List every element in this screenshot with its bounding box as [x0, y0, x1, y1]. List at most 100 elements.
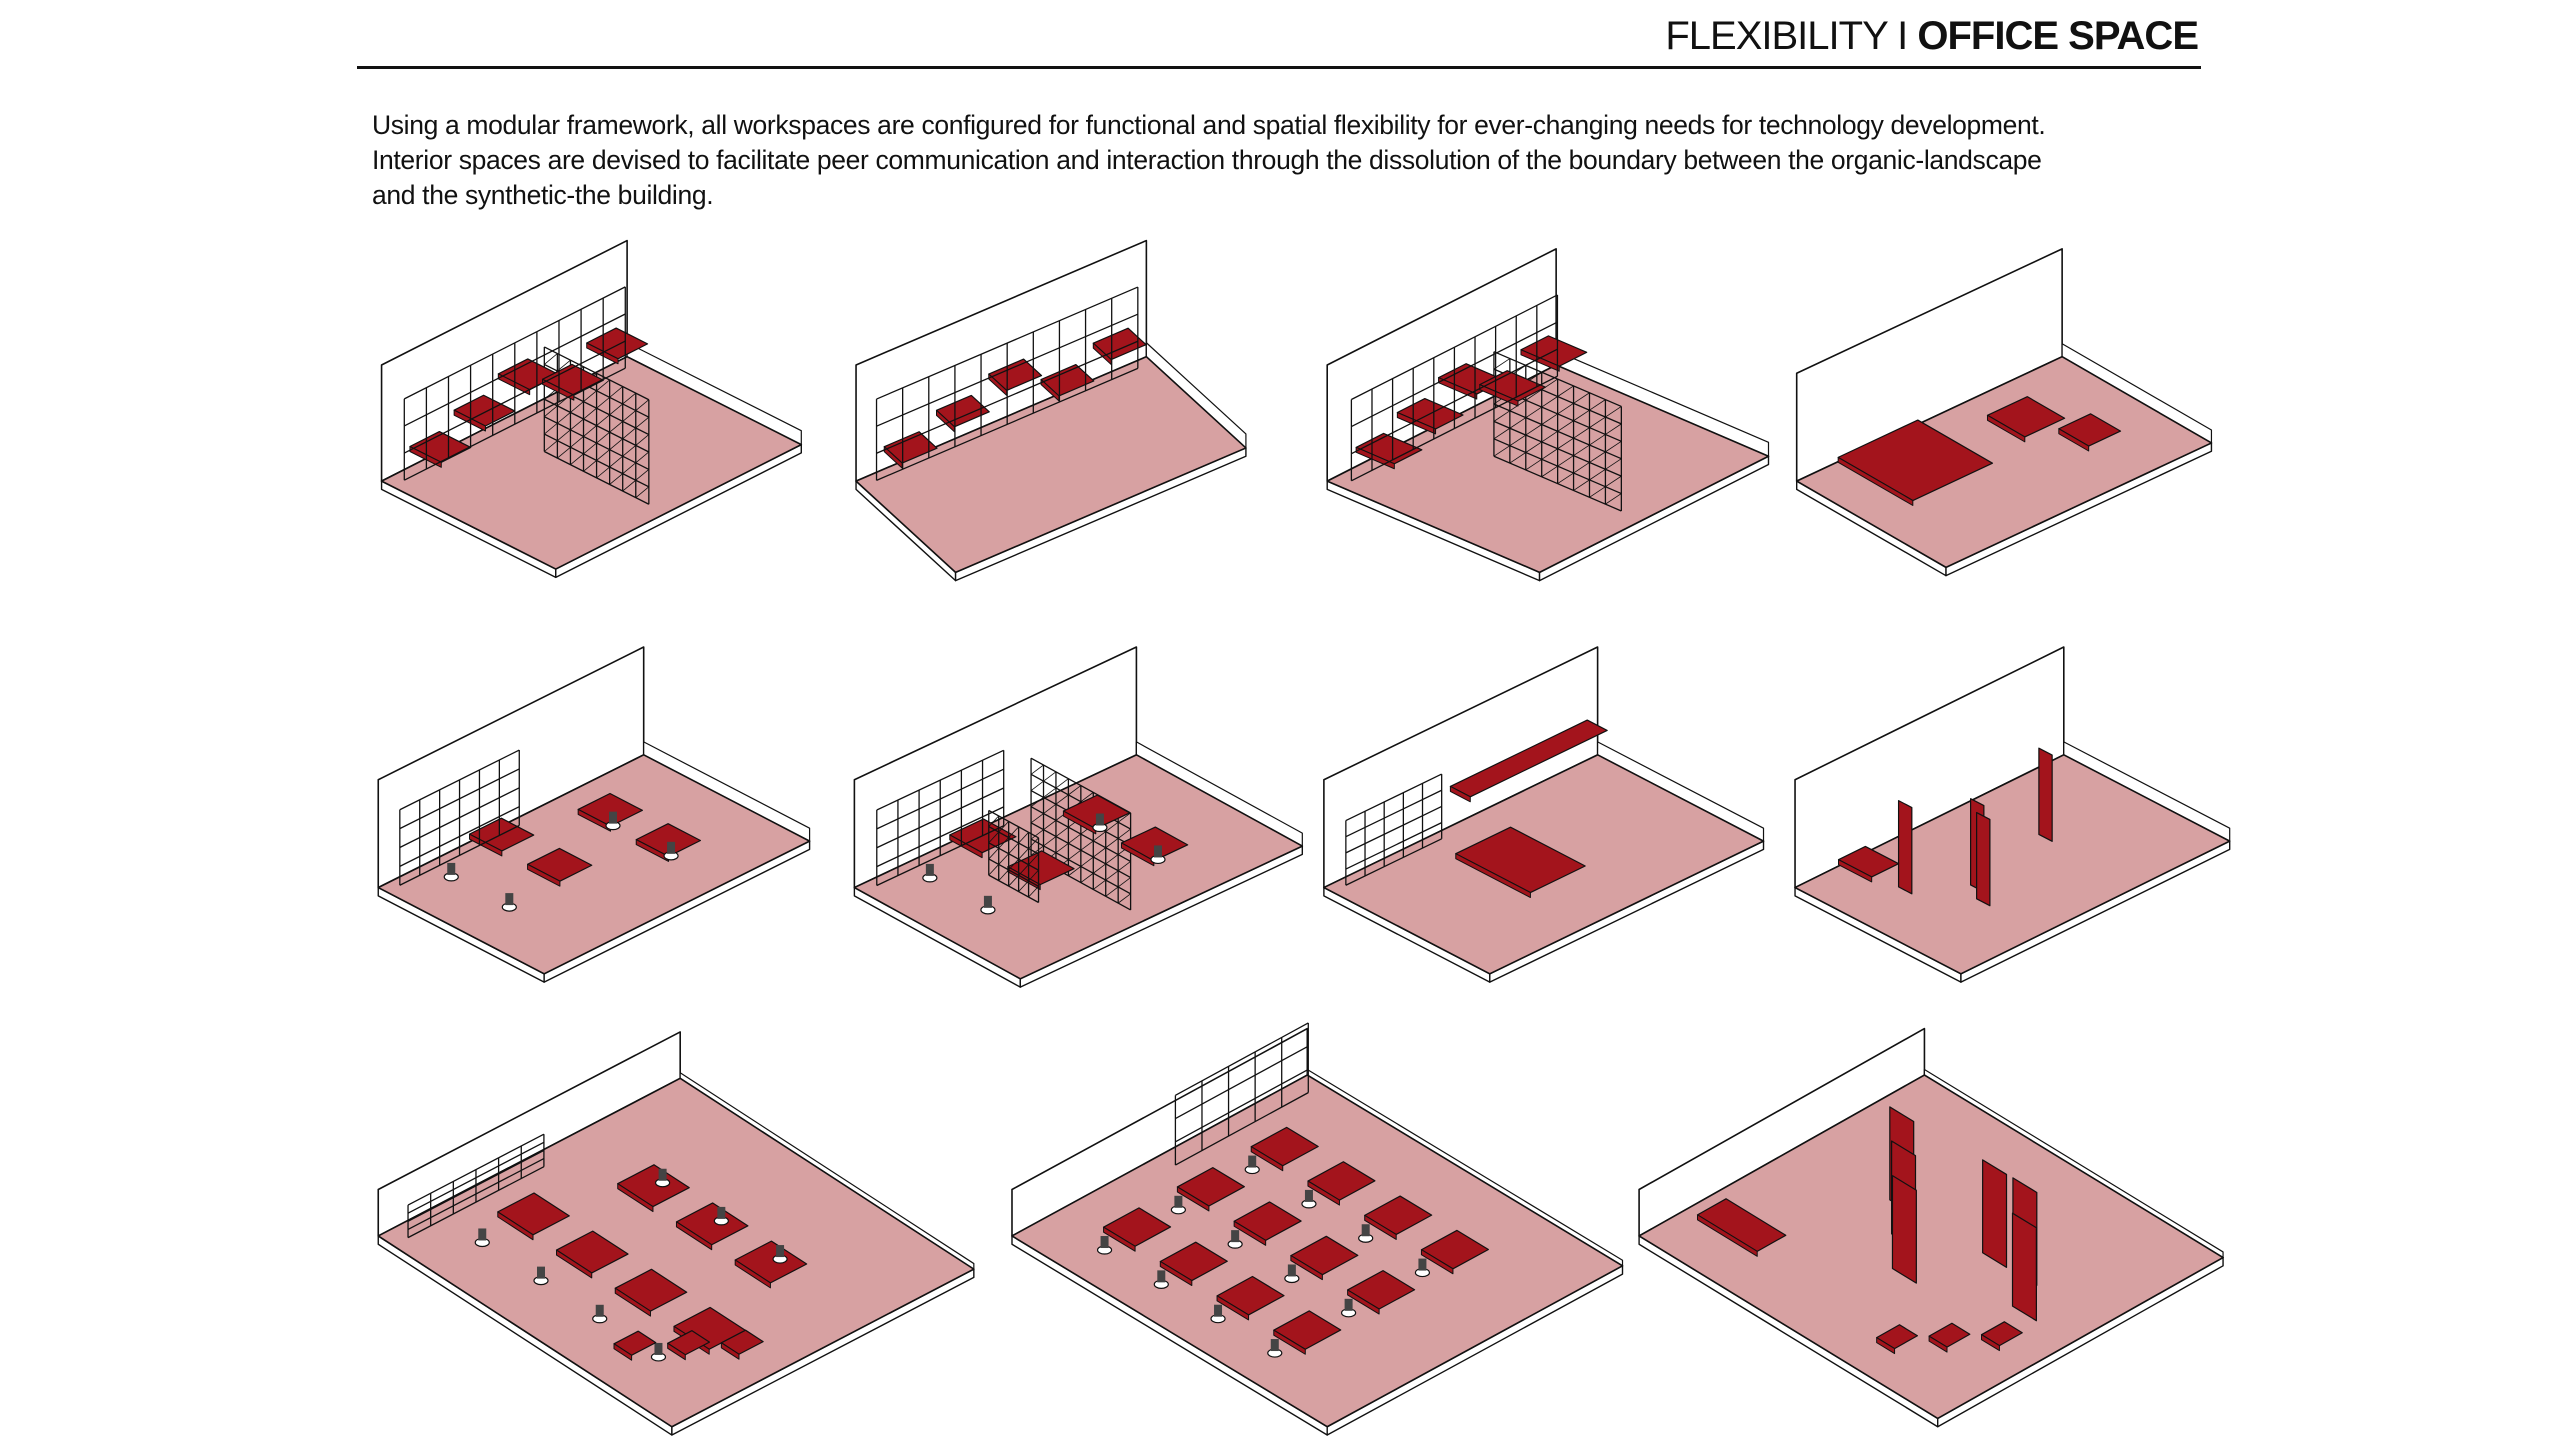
furniture-edge — [734, 1259, 771, 1289]
furniture-edge — [614, 1287, 651, 1317]
lattice-brace — [609, 438, 623, 450]
furniture-edge — [577, 808, 612, 832]
chair-back — [595, 1304, 604, 1317]
lattice-brace — [544, 440, 558, 452]
lattice-brace — [1117, 877, 1131, 888]
lattice-brace — [609, 421, 623, 433]
chair-back — [1174, 1195, 1183, 1208]
lattice-brace — [1493, 410, 1511, 422]
furniture-edge — [613, 1343, 633, 1361]
lattice-rail — [404, 286, 626, 400]
office-diagram-7 — [1323, 646, 1765, 983]
lattice-brace — [609, 455, 623, 468]
lattice-brace — [1525, 406, 1542, 418]
lattice-brace — [1018, 848, 1029, 860]
lattice-brace — [1605, 475, 1622, 488]
lattice-brace — [622, 392, 637, 405]
office-diagram-6 — [853, 646, 1304, 988]
chair-back — [1304, 1189, 1313, 1202]
office-diagram-10 — [1011, 1022, 1624, 1436]
lattice-brace — [1605, 493, 1622, 505]
lattice-shelf — [407, 1133, 545, 1239]
furniture-edge — [1396, 412, 1437, 435]
furniture-edge — [675, 1221, 713, 1251]
lattice-brace — [1605, 440, 1622, 453]
lattice-brace — [1068, 849, 1082, 860]
furniture-edge — [497, 373, 531, 396]
lattice-rail — [876, 313, 1139, 427]
lattice-brace — [1589, 451, 1606, 463]
floor — [377, 754, 811, 975]
lattice-rail — [876, 340, 1139, 454]
lattice-rail — [876, 367, 1139, 481]
lattice-brace — [1557, 472, 1574, 484]
lattice-brace — [1605, 423, 1622, 435]
furniture-edge — [1103, 1226, 1136, 1252]
lattice-brace — [635, 486, 650, 498]
lattice-shelf — [1345, 773, 1443, 886]
lattice-shelf — [988, 809, 1040, 904]
lattice-brace — [1493, 358, 1511, 370]
lattice-brace — [1525, 389, 1542, 401]
lattice-brace — [998, 837, 1009, 849]
lattice-rail — [1345, 789, 1442, 838]
furniture-edge — [1216, 1295, 1250, 1321]
lattice-brace — [1105, 854, 1119, 865]
lattice-brace — [1573, 444, 1590, 456]
chair-back — [1100, 1236, 1109, 1249]
furniture-edge — [1120, 842, 1155, 867]
lattice-rail — [988, 826, 1039, 855]
lattice-brace — [1605, 406, 1622, 418]
lattice-brace — [1117, 828, 1131, 839]
lattice-brace — [570, 418, 584, 431]
lattice-brace — [609, 473, 623, 485]
furniture-edge — [497, 1211, 534, 1241]
red-partition — [1976, 811, 1991, 907]
chair-back — [717, 1206, 726, 1219]
lattice-brace — [1117, 861, 1131, 872]
furniture-edge — [1273, 1329, 1306, 1355]
lattice-brace — [988, 864, 1000, 876]
furniture-edge — [1520, 349, 1560, 372]
chair-back — [776, 1245, 785, 1258]
chair-back — [478, 1228, 487, 1241]
floor — [1326, 364, 1770, 574]
lattice-brace — [596, 431, 610, 444]
lattice-rail — [1345, 822, 1442, 870]
lattice-rail — [399, 787, 520, 849]
lattice-brace — [1589, 399, 1606, 411]
furniture-edge — [2058, 428, 2090, 452]
lattice-brace — [1525, 441, 1542, 453]
chair-back — [505, 893, 514, 906]
lattice-brace — [988, 815, 1000, 827]
furniture-edge — [556, 1249, 593, 1279]
furniture-edge — [468, 833, 503, 857]
chair-back — [1153, 845, 1162, 858]
lattice-rail — [1345, 838, 1442, 886]
lattice-rail — [876, 768, 1004, 830]
lattice-brace — [583, 425, 597, 437]
lattice-brace — [1493, 445, 1511, 457]
chair-back — [1095, 813, 1104, 826]
chair-back — [447, 862, 456, 875]
lattice-brace — [1030, 764, 1044, 775]
lattice-brace — [609, 403, 623, 416]
lattice-rail — [407, 1149, 545, 1222]
lattice-brace — [1028, 869, 1039, 882]
lattice-brace — [1557, 455, 1574, 467]
lattice-brace — [1093, 863, 1106, 874]
chair-back — [1418, 1258, 1427, 1271]
chair-back — [1361, 1224, 1370, 1237]
lattice-brace — [1541, 465, 1558, 478]
furniture-edge — [1928, 1335, 1948, 1353]
header-rule — [357, 66, 2201, 69]
lattice-brace — [1030, 797, 1044, 808]
lattice-brace — [1105, 838, 1119, 849]
lattice-rail — [404, 340, 626, 454]
lattice-brace — [1055, 794, 1069, 805]
lattice-brace — [622, 479, 637, 492]
lattice-brace — [1573, 427, 1590, 439]
chair-back — [658, 1168, 667, 1181]
lattice-brace — [1557, 437, 1574, 450]
lattice-shelf — [1174, 1022, 1309, 1166]
